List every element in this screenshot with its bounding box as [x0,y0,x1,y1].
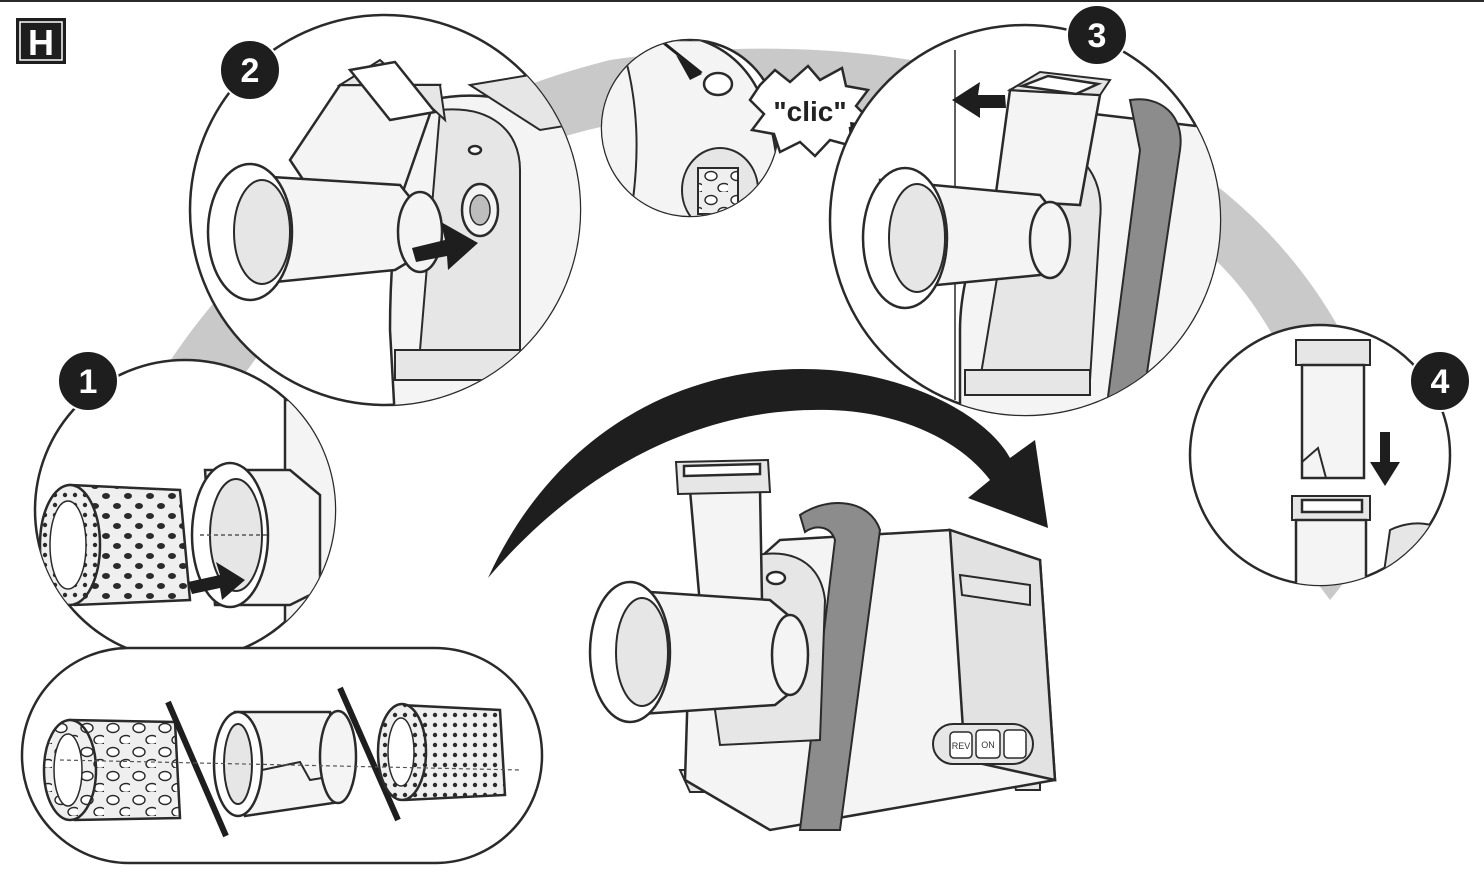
on-button-label: ON [981,740,995,750]
step-3-panel [830,25,1230,420]
step-1-number: 1 [79,363,98,401]
blank-button[interactable] [1004,730,1026,758]
step-1-badge: 1 [58,351,118,411]
step-2-badge: 2 [220,40,280,100]
step-4-badge: 4 [1410,351,1470,411]
step-3-number: 3 [1088,17,1107,55]
rev-button-label: REV [952,741,971,751]
assembled-machine: REV ON [590,460,1055,830]
drum-options-panel [22,648,542,863]
step-3-badge: 3 [1067,5,1127,65]
control-panel: REV ON [933,724,1033,764]
step-4-panel [1190,325,1450,600]
click-detail-panel [600,40,780,232]
section-label: H [16,18,66,64]
step-2-number: 2 [241,52,260,90]
step-4-number: 4 [1431,363,1450,401]
section-label-text: H [28,22,54,63]
clic-text: "clic" [773,96,846,127]
